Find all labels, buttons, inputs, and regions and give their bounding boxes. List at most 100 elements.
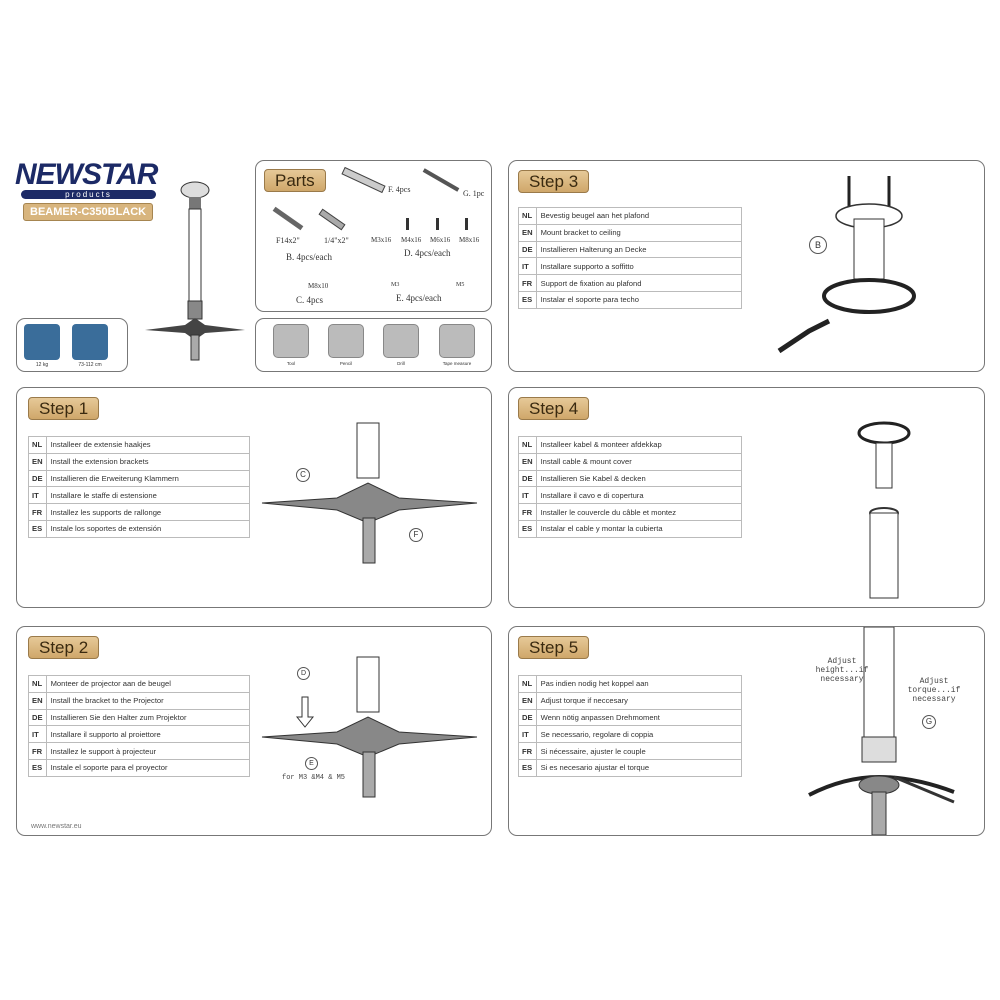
tool-label: Pencil (339, 361, 353, 366)
part-label: M4x16 (401, 236, 422, 244)
part-label: M8x16 (459, 236, 480, 244)
step1-title: Step 1 (28, 397, 100, 420)
instruction-text: Install the extension brackets (45, 452, 251, 471)
lang-code: FR (518, 742, 537, 760)
instruction-text: Si es necesario ajustar el torque (535, 758, 743, 777)
lang-code: FR (518, 274, 537, 292)
bracket-part-icon (341, 166, 386, 194)
logo-sub: products (21, 190, 156, 199)
specs-panel: 12 kg 73-112 cm (16, 318, 128, 372)
bracket-extension-illustration (261, 422, 478, 564)
part-d-label: D. 4pcs/each (404, 248, 451, 258)
instruction-text: Instalar el soporte para techo (535, 290, 743, 309)
lang-code: DE (28, 708, 47, 727)
callout-d: D (297, 667, 310, 680)
lang-code: ES (518, 758, 537, 777)
callout-f: F (409, 528, 423, 542)
projector-bracket-illustration (261, 656, 478, 798)
adjust-torque-note: Adjust torque...if necessary (907, 677, 961, 704)
instruction-text: Adjust torque if neccesary (535, 691, 743, 710)
bolt-icon (272, 206, 304, 231)
instruction-text: Installieren Halterung an Decke (535, 240, 743, 259)
drill-icon (383, 324, 419, 358)
anchor-icon (318, 208, 346, 231)
instruction-text: Si nécessaire, ajuster le couple (535, 742, 743, 760)
instruction-text: Installare il supporto al proiettore (45, 725, 251, 744)
length-icon (72, 324, 108, 360)
lang-code: NL (28, 436, 47, 454)
instruction-text: Install cable & mount cover (535, 452, 743, 471)
lang-code: EN (518, 691, 537, 710)
instruction-text: Installez les supports de rallonge (45, 503, 251, 521)
lang-code: DE (518, 708, 537, 727)
product-illustration (145, 181, 245, 361)
callout-c: C (296, 468, 310, 482)
parts-panel: Parts F. 4pcs G. 1pc F14x2" 1/4"x2" B. 4… (255, 160, 492, 312)
lang-code: FR (28, 503, 47, 521)
step4-title: Step 4 (518, 397, 590, 420)
tool-label: Tape measure (442, 361, 472, 366)
part-e-label: E. 4pcs/each (396, 293, 442, 303)
adjust-height-note: Adjust height...if necessary (815, 657, 869, 684)
step3-title: Step 3 (518, 170, 590, 193)
instruction-text: Installeer kabel & monteer afdekkap (535, 436, 743, 454)
part-label: F14x2" (276, 236, 300, 245)
instruction-text: Support de fixation au plafond (535, 274, 743, 292)
lang-code: IT (28, 486, 47, 505)
part-label: M6x16 (430, 236, 451, 244)
screw-size-note: for M3 &M4 & M5 (282, 774, 346, 782)
instruction-text: Installer le couvercle du câble et monte… (535, 503, 743, 521)
screw-icon (465, 218, 468, 230)
part-label: 1/4"x2" (324, 236, 349, 245)
lang-code: ES (28, 758, 47, 777)
part-label: M5 (456, 282, 465, 288)
instruction-text: Se necessario, regolare di coppia (535, 725, 743, 744)
lang-code: DE (518, 240, 537, 259)
logo-text: NEWSTAR (15, 158, 158, 191)
weight-icon (24, 324, 60, 360)
instruction-text: Monteer de projector aan de beugel (45, 675, 251, 693)
part-label: M3 (391, 282, 400, 288)
instruction-text: Installieren Sie Kabel & decken (535, 469, 743, 488)
part-label: M3x16 (371, 236, 392, 244)
lang-code: IT (518, 725, 537, 744)
lang-code: NL (518, 436, 537, 454)
tools-panel: Tool Pencil Drill Tape measure (255, 318, 492, 372)
website-footer: www.newstar.eu (31, 823, 82, 830)
lang-code: ES (518, 290, 537, 309)
lang-code: FR (518, 503, 537, 521)
instruction-text: Installare il cavo e di copertura (535, 486, 743, 505)
part-b-label: B. 4pcs/each (286, 252, 332, 262)
instruction-text: Installez le support à projecteur (45, 742, 251, 760)
part-f-label: F. 4pcs (388, 185, 411, 194)
part-c-label: C. 4pcs (296, 295, 323, 305)
part-g-label: G. 1pc (463, 189, 485, 198)
screw-icon (406, 218, 409, 230)
instruction-text: Installeer de extensie haakjes (45, 436, 251, 454)
parts-title: Parts (264, 169, 326, 192)
lang-code: NL (518, 207, 537, 225)
lang-code: EN (28, 452, 47, 471)
model-label: BEAMER-C350BLACK (23, 203, 154, 221)
step2-title: Step 2 (28, 636, 100, 659)
part-label: M8x10 (308, 282, 329, 290)
